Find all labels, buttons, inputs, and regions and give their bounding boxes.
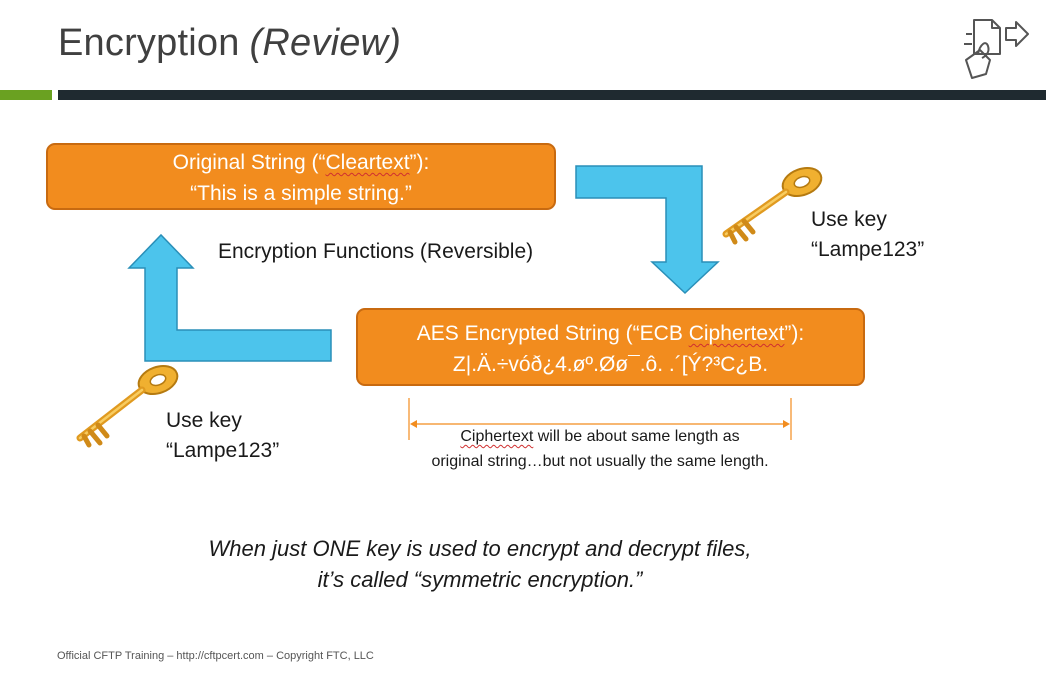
original-string-box: Original String (“Cleartext”): “This is … — [46, 143, 556, 210]
symmetric-encryption-summary: When just ONE key is used to encrypt and… — [150, 533, 810, 595]
summary-line1: When just ONE key is used to encrypt and… — [208, 536, 752, 561]
right-key-label-line1: Use key — [811, 208, 887, 231]
encrypted-string-box: AES Encrypted String (“ECB Ciphertext”):… — [356, 308, 865, 386]
up-arrow-shape — [127, 233, 332, 362]
encrypted-heading-suffix: ”): — [784, 322, 805, 345]
ciphertext-word: Ciphertext — [688, 322, 785, 345]
original-string-value: “This is a simple string.” — [190, 182, 412, 205]
left-key-label: Use key “Lampe123” — [166, 406, 279, 466]
left-key-label-line2: “Lampe123” — [166, 439, 280, 462]
encryption-functions-label: Encryption Functions (Reversible) — [218, 240, 534, 263]
length-note-line1: Ciphertext will be about same length as — [390, 424, 810, 449]
down-arrow-shape — [575, 165, 720, 295]
length-note-ciphertext-word: Ciphertext — [460, 428, 534, 445]
slide-title: Encryption(Review) — [58, 22, 401, 65]
cleartext-word: Cleartext — [325, 151, 410, 174]
title-main: Encryption — [58, 22, 240, 64]
document-exchange-icon — [964, 19, 1029, 79]
length-note: Ciphertext will be about same length as … — [390, 424, 810, 474]
original-heading-suffix: ”): — [409, 151, 430, 174]
golden-key-icon — [76, 364, 179, 448]
right-key-label: Use key “Lampe123” — [811, 205, 924, 265]
footer-copyright: Official CFTP Training – http://cftpcert… — [57, 650, 374, 662]
original-heading-prefix: Original String (“ — [172, 151, 326, 174]
length-dimension-line — [408, 398, 792, 440]
length-note-line1-rest: will be about same length as — [533, 428, 740, 445]
right-key-label-line2: “Lampe123” — [811, 238, 925, 261]
title-divider-bar — [58, 90, 1046, 100]
title-accent-bar — [0, 90, 52, 100]
encrypted-heading-prefix: AES Encrypted String (“ECB — [416, 322, 689, 345]
summary-line2: it’s called “symmetric encryption.” — [317, 567, 643, 592]
original-string-heading: Original String (“Cleartext”): — [48, 147, 554, 178]
left-key-label-line1: Use key — [166, 409, 242, 432]
golden-key-icon — [722, 166, 823, 245]
length-note-line2: original string…but not usually the same… — [431, 453, 769, 470]
title-italic: (Review) — [249, 22, 402, 64]
encrypted-string-value: Z|.Ä.÷vóð¿4.øº.Øø¯.ô. .´[Ý?³C¿B. — [452, 353, 769, 376]
encrypted-string-heading: AES Encrypted String (“ECB Ciphertext”): — [358, 318, 863, 349]
